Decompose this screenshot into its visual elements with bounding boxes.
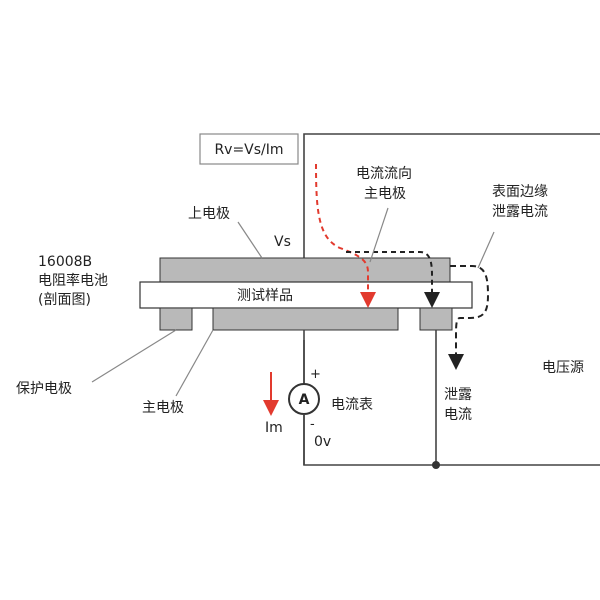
- leader-top-electrode: [237, 221, 263, 259]
- top-electrode: [159, 257, 451, 283]
- edge-leakage-loop: [448, 265, 490, 370]
- edge-leakage-path: [346, 251, 440, 308]
- guard-electrode-right: [419, 307, 453, 331]
- plus-sign: +: [310, 367, 321, 382]
- leader-guard: [91, 329, 177, 383]
- cell-label: 电阻率电池: [38, 272, 108, 289]
- formula-text: Rv=Vs/Im: [214, 142, 283, 158]
- formula-box: [199, 133, 299, 165]
- sample-label: 测试样品: [237, 288, 293, 304]
- guard-electrode-left: [159, 307, 193, 331]
- minus-sign: -: [310, 417, 315, 432]
- flow-label-line2: 主电极: [364, 186, 406, 202]
- top-electrode-label: 上电极: [188, 206, 230, 222]
- im-label: Im: [265, 420, 283, 436]
- cell-note-label: (剖面图): [38, 292, 91, 308]
- junction-dot: [432, 461, 440, 469]
- current-flow-path: [315, 163, 376, 308]
- leader-flow: [369, 207, 389, 263]
- edge-label-line2: 泄露电流: [492, 204, 548, 220]
- leak-label-line1: 泄露: [444, 387, 472, 403]
- main-electrode-bottom: [212, 307, 399, 331]
- ammeter-symbol: A: [299, 392, 310, 408]
- ammeter-label: 电流表: [331, 397, 373, 413]
- leader-edge: [477, 231, 495, 269]
- edge-label-line1: 表面边缘: [492, 184, 548, 200]
- flow-label-line1: 电流流向: [356, 166, 412, 182]
- guard-electrode-label: 保护电极: [16, 381, 72, 397]
- vs-label: Vs: [274, 234, 291, 250]
- main-electrode-label: 主电极: [142, 400, 184, 416]
- model-label: 16008B: [38, 254, 92, 270]
- test-sample: [139, 281, 473, 309]
- leader-main: [175, 329, 214, 397]
- leak-label-line2: 电流: [444, 407, 472, 423]
- zero-volt-label: 0v: [314, 434, 331, 450]
- voltage-source-label: 电压源: [542, 360, 584, 376]
